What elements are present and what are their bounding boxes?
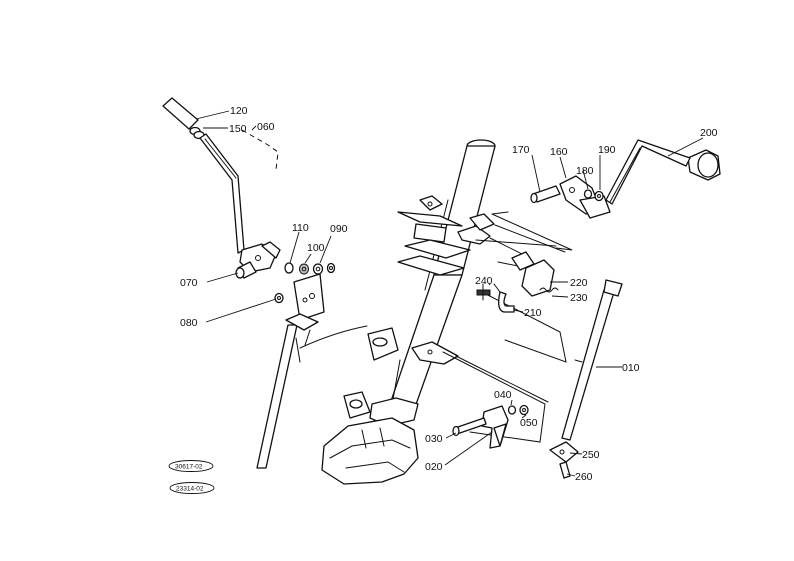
shift-lever-left xyxy=(162,97,336,279)
label-100: 100 xyxy=(307,242,325,254)
label-230: 230 xyxy=(570,292,588,304)
shift-lever-right xyxy=(530,139,721,219)
part-labels: 120 150 060 110 100 090 070 080 170 160 … xyxy=(180,105,718,483)
right-rod xyxy=(549,279,623,479)
label-010: 010 xyxy=(622,362,640,374)
label-150: 150 xyxy=(229,123,247,135)
label-090: 090 xyxy=(330,223,348,235)
label-030: 030 xyxy=(425,433,443,445)
label-220: 220 xyxy=(570,277,588,289)
label-160: 160 xyxy=(550,146,568,158)
leader-lines xyxy=(195,110,704,477)
label-070: 070 xyxy=(180,277,198,289)
label-210: 210 xyxy=(524,307,542,319)
lower-rod-assembly xyxy=(256,273,325,469)
label-180: 180 xyxy=(576,165,594,177)
middle-parts xyxy=(476,251,559,313)
label-060: 060 xyxy=(257,121,275,133)
label-250: 250 xyxy=(582,449,600,461)
label-110: 110 xyxy=(292,222,309,234)
steering-column xyxy=(299,139,496,485)
reference-codes: 30617-02 23314-02 xyxy=(168,460,215,494)
label-260: 260 xyxy=(575,471,593,483)
label-190: 190 xyxy=(598,144,616,156)
label-170: 170 xyxy=(512,144,530,156)
label-240: 240 xyxy=(475,275,493,287)
label-050: 050 xyxy=(520,417,538,429)
label-040: 040 xyxy=(494,389,512,401)
label-080: 080 xyxy=(180,317,198,329)
label-020: 020 xyxy=(425,461,443,473)
reference-top: 30617-02 xyxy=(175,464,203,471)
reference-oval-top xyxy=(168,460,214,472)
label-120: 120 xyxy=(230,105,248,117)
reference-bottom: 23314-02 xyxy=(176,486,204,493)
lower-middle-parts xyxy=(452,404,529,449)
reference-oval-bottom xyxy=(169,482,215,494)
label-200: 200 xyxy=(700,127,718,139)
